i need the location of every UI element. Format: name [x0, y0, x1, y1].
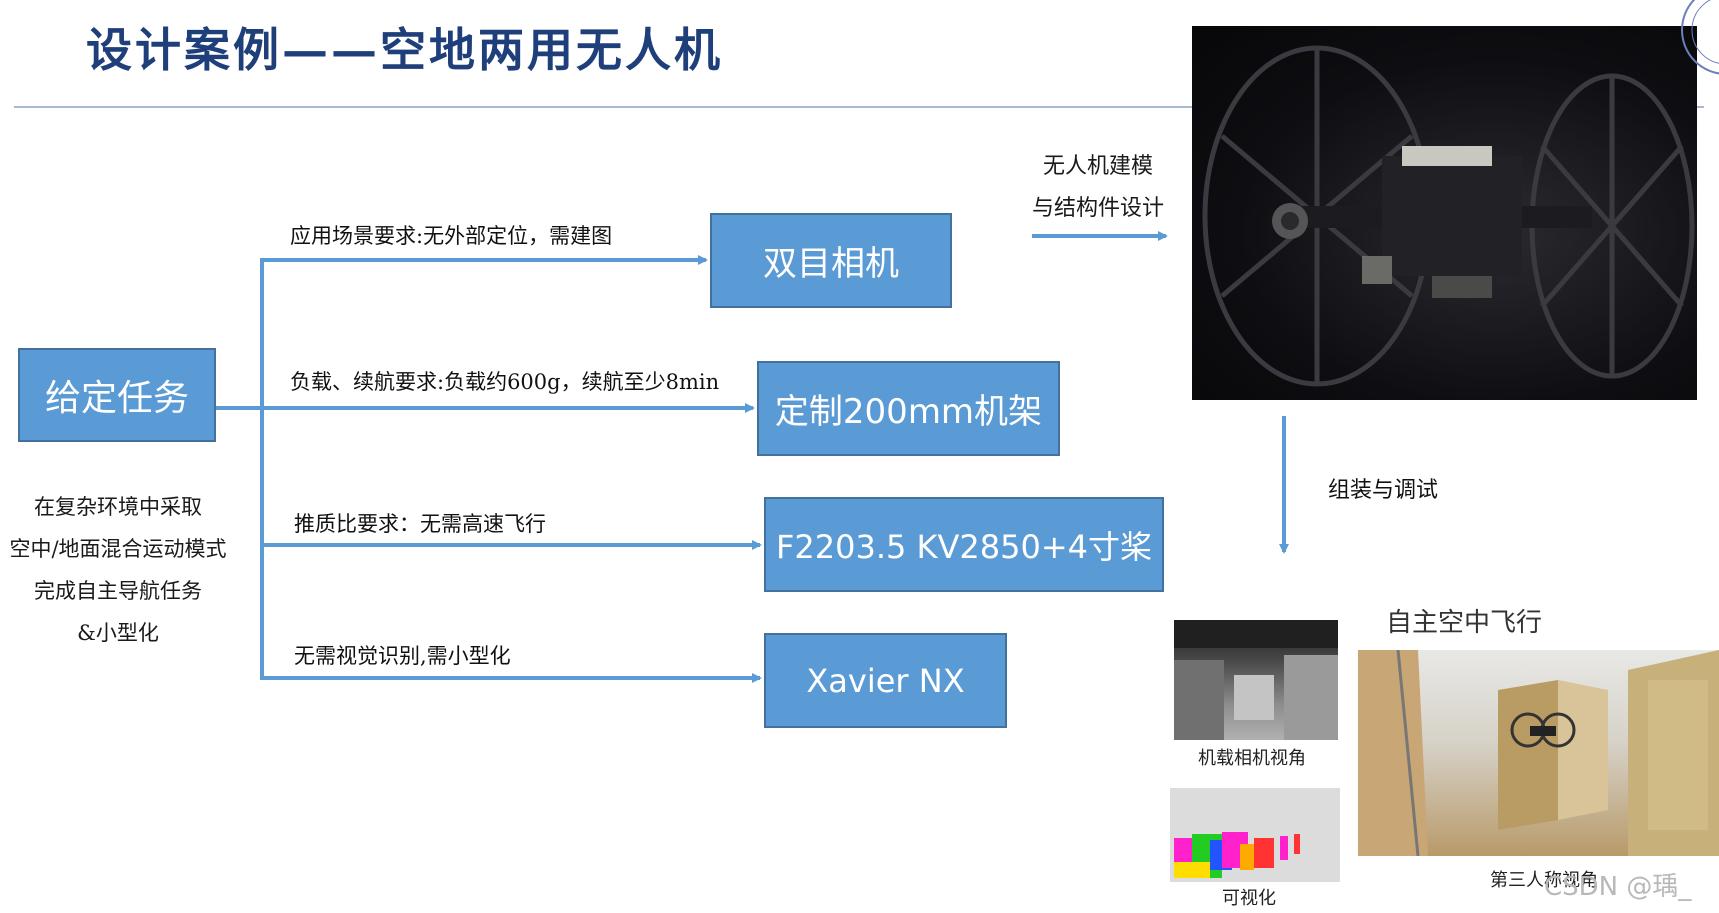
watermark: CSDN @瑀_: [1544, 872, 1692, 902]
visualization-caption: 可视化: [1222, 888, 1276, 909]
result-box-frame: 定制200mm机架: [757, 361, 1060, 456]
result-box-label: 定制200mm机架: [774, 392, 1043, 432]
result-box-motor: F2203.5 KV2850+4寸桨: [764, 497, 1164, 592]
task-description: 在复杂环境中采取 空中/地面混合运动模式 完成自主导航任务 &小型化: [0, 486, 236, 654]
third-person-image: [1358, 650, 1719, 856]
task-box-label: 给定任务: [44, 378, 189, 419]
result-box-stereo-camera: 双目相机: [710, 213, 952, 308]
result-box-compute: Xavier NX: [764, 633, 1007, 728]
task-description-line: 完成自主导航任务: [34, 579, 202, 603]
third-person-illustration: [1358, 650, 1719, 856]
task-description-line: &小型化: [77, 621, 159, 645]
task-description-line: 在复杂环境中采取: [34, 495, 202, 519]
modeling-label: 无人机建模 与结构件设计: [1018, 146, 1178, 230]
university-logo: [1681, 0, 1719, 75]
flight-title: 自主空中飞行: [1386, 608, 1543, 638]
requirement-label-4: 无需视觉识别,需小型化: [294, 644, 511, 668]
task-box: 给定任务: [18, 348, 216, 442]
modeling-label-line: 无人机建模: [1042, 154, 1153, 179]
modeling-label-line: 与结构件设计: [1031, 196, 1164, 221]
task-description-line: 空中/地面混合运动模式: [9, 537, 227, 561]
result-box-label: F2203.5 KV2850+4寸桨: [775, 527, 1153, 566]
result-box-label: 双目相机: [763, 244, 899, 284]
assembly-label: 组装与调试: [1328, 478, 1439, 503]
onboard-camera-caption: 机载相机视角: [1198, 748, 1306, 769]
requirement-label-2: 负载、续航要求:负载约600g，续航至少8min: [290, 370, 720, 394]
drone-photo: [1192, 26, 1697, 400]
visualization-image: [1170, 788, 1340, 882]
drone-illustration: [1202, 45, 1695, 387]
title-divider: [14, 106, 1704, 108]
requirement-label-1: 应用场景要求:无外部定位，需建图: [290, 224, 613, 248]
onboard-camera-illustration: [1174, 620, 1338, 740]
requirement-label-3: 推质比要求：无需高速飞行: [294, 512, 546, 536]
visualization-illustration: [1174, 832, 1300, 878]
result-box-label: Xavier NX: [806, 661, 965, 700]
third-person-caption: 第三人称视角: [1490, 870, 1598, 891]
onboard-camera-image: [1174, 620, 1338, 740]
page-title: 设计案例——空地两用无人机: [86, 23, 723, 77]
